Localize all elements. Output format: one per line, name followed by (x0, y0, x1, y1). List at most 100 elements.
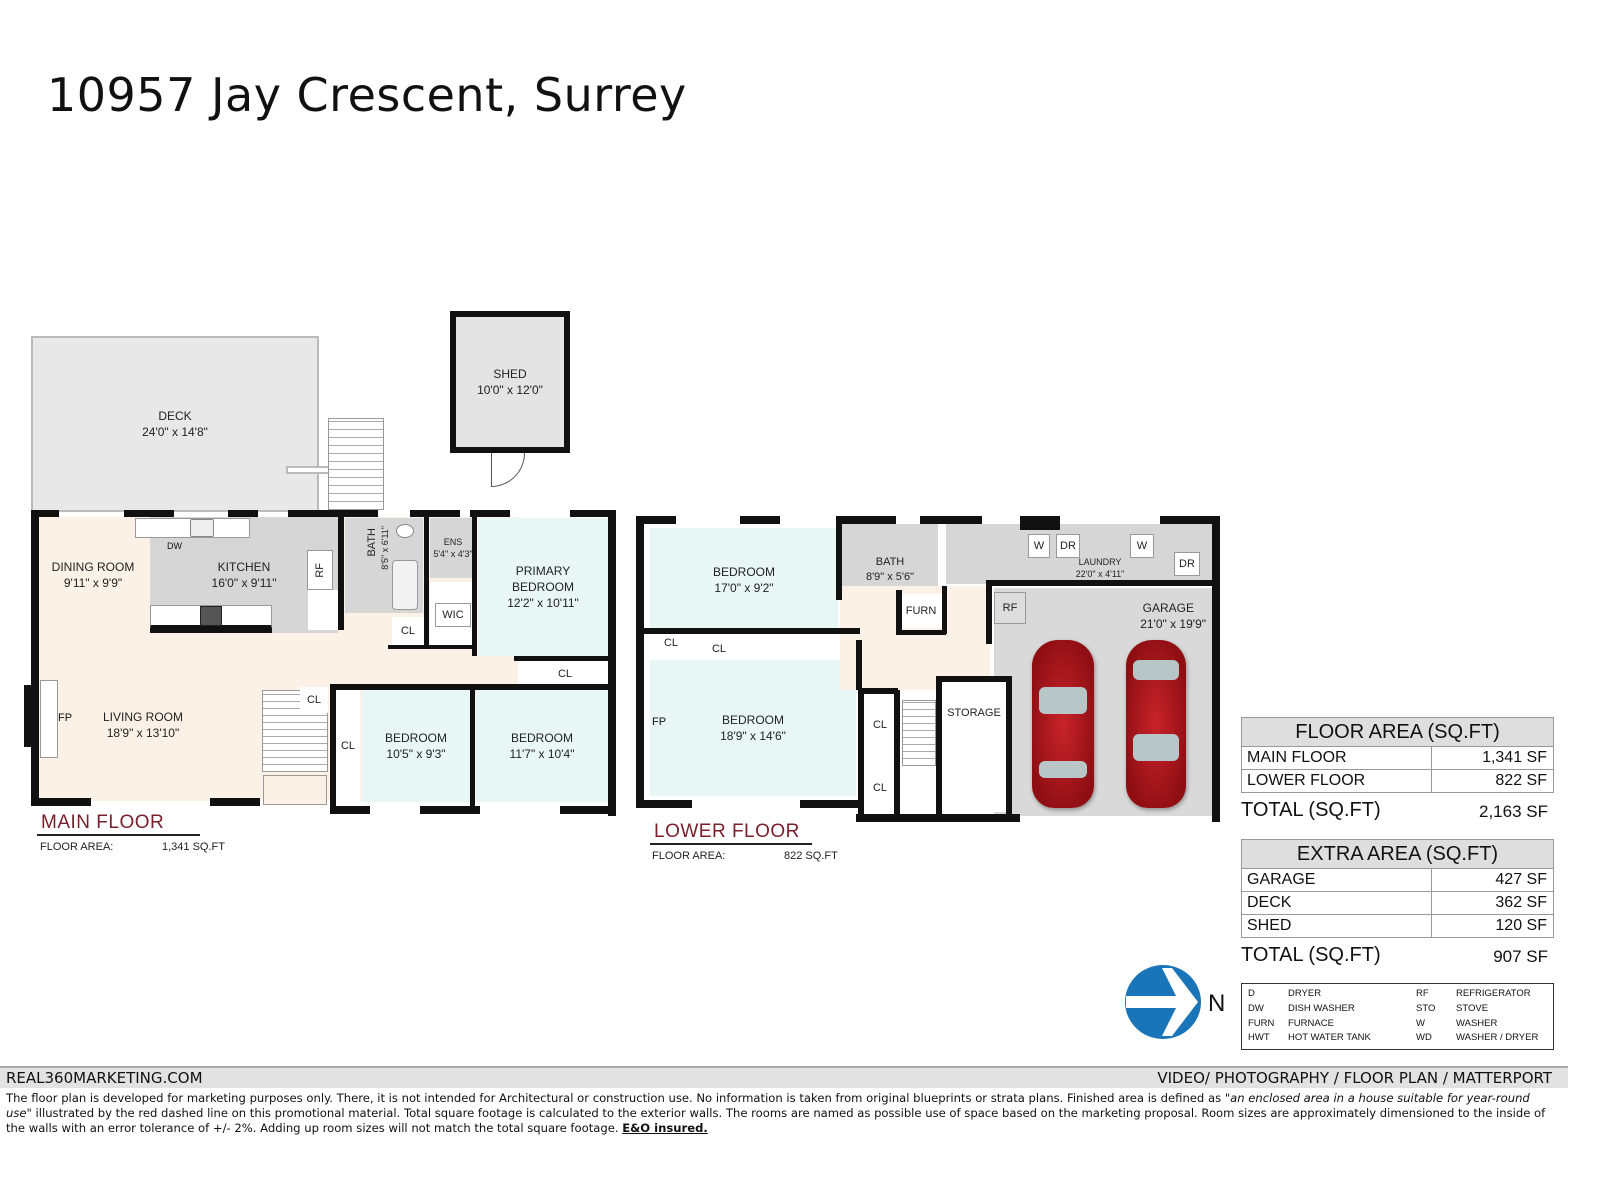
room-bedroom: BEDROOM 18'9" x 14'6" (650, 660, 856, 796)
wall (124, 510, 174, 517)
room-size: 16'0" x 9'11" (211, 576, 277, 590)
room-name: BATH (875, 556, 905, 569)
room-size: 12'2" x 10'11" (507, 596, 579, 611)
legend-meaning: DRYER (1288, 988, 1322, 999)
table-row: LOWER FLOOR 822 SF (1241, 770, 1554, 793)
dishwasher-label: DW (167, 541, 182, 551)
room-storage: STORAGE (942, 682, 1006, 812)
rf-label: RF (1002, 601, 1018, 614)
washer: W (1028, 534, 1050, 558)
wall (636, 516, 676, 524)
wall (420, 806, 480, 814)
toilet-icon (396, 524, 414, 538)
deck-stairs (328, 418, 384, 510)
room-deck: DECK 24'0" x 14'8" (31, 336, 319, 512)
wall (894, 690, 900, 818)
legend-abbr: D (1248, 988, 1255, 999)
closet-label: CL (872, 781, 888, 794)
closet-label: CL (872, 718, 888, 731)
room-wic: WIC (430, 582, 476, 648)
wall (560, 806, 616, 814)
disclaimer-text: illustrated by the red dashed line on th… (6, 1106, 1546, 1135)
wall (856, 814, 1020, 822)
wall (228, 510, 258, 517)
legend-meaning: STOVE (1456, 1002, 1489, 1014)
wall (570, 510, 615, 517)
room-name: DECK (158, 408, 192, 423)
legend-meaning: WASHER (1456, 1017, 1498, 1029)
table-row: MAIN FLOOR 1,341 SF (1241, 747, 1554, 770)
wall (388, 645, 474, 649)
car-icon (1032, 640, 1094, 808)
wall (330, 684, 336, 812)
page-title: 10957 Jay Crescent, Surrey (47, 68, 687, 122)
main-floor-rule (37, 834, 200, 836)
disclaimer-text: The floor plan is developed for marketin… (6, 1091, 1225, 1105)
wall (988, 580, 1218, 586)
wall (150, 628, 272, 633)
dryer-label: DR (1060, 539, 1076, 552)
total-label: TOTAL (SQ.FT) (1241, 799, 1381, 821)
floor-area-value: 822 SQ.FT (784, 850, 838, 862)
room-name: BEDROOM (384, 730, 447, 745)
wall (472, 514, 477, 656)
closet: CL (864, 692, 896, 758)
room-size: 18'9" x 14'6" (720, 729, 786, 743)
room-name: BEDROOM (510, 730, 573, 745)
room-bath: BATH 8'9" x 5'6" (842, 524, 938, 586)
total-label: TOTAL (SQ.FT) (1241, 944, 1381, 966)
wall (330, 806, 370, 814)
legend-abbr: FURN (1248, 1017, 1275, 1029)
bathtub-icon (392, 560, 418, 610)
room-name: DINING ROOM (51, 559, 135, 574)
lower-floor-rule (650, 843, 812, 845)
wall (1160, 516, 1220, 524)
legend-abbr: WD (1416, 1032, 1432, 1044)
wall (936, 676, 1010, 682)
fireplace (40, 680, 58, 758)
closet: CL (336, 690, 360, 802)
disclaimer-italic: "an enclosed area in a house suitable fo… (6, 1091, 1530, 1120)
room-size: 22'0" x 4'11" (1075, 569, 1125, 579)
wall (470, 684, 475, 810)
wall (942, 586, 947, 634)
room-laundry: LAUNDRY 22'0" x 4'11" (1060, 554, 1140, 582)
room-dining: DINING ROOM 9'11" x 9'9" (44, 555, 142, 595)
floor-area-label: FLOOR AREA: (652, 850, 726, 862)
wall (836, 516, 896, 524)
row-value: 1,341 SF (1482, 749, 1547, 766)
wall (24, 685, 34, 747)
room-size: 5'4" x 4'3" (433, 549, 473, 559)
main-floor-label: MAIN FLOOR (41, 812, 165, 833)
wall (470, 510, 510, 517)
room-size: 10'5" x 9'3" (386, 747, 446, 761)
legend-abbr: STO (1416, 1002, 1436, 1014)
wall (288, 510, 338, 517)
pantry (308, 590, 338, 630)
wall (740, 516, 780, 524)
wall (836, 520, 842, 600)
room-name: ENS (443, 536, 463, 547)
dryer: DR (1174, 552, 1200, 576)
extra-area-table: EXTRA AREA (SQ.FT) GARAGE 427 SF DECK 36… (1241, 839, 1554, 967)
table-total: TOTAL (SQ.FT) 907 SF (1241, 944, 1554, 967)
wall (986, 580, 992, 644)
storage-label: STORAGE (947, 707, 1001, 719)
room-name: LIVING ROOM (102, 709, 183, 724)
north-arrow-icon (1124, 964, 1204, 1040)
row-label: SHED (1242, 915, 1432, 937)
legend-meaning: FURNACE (1288, 1017, 1334, 1029)
closet: CL (300, 687, 328, 713)
lower-stairs (902, 700, 936, 766)
closet: CL (392, 617, 424, 645)
row-label: DECK (1242, 892, 1432, 914)
room-name: BATH (366, 528, 378, 557)
dryer: DR (1056, 534, 1080, 558)
room-size: 10'0" x 12'0" (477, 383, 543, 397)
closet-label: CL (340, 739, 356, 752)
legend-meaning: DISH WASHER (1288, 1002, 1355, 1014)
wall (424, 514, 429, 648)
wall (338, 510, 344, 630)
car-icon (1126, 640, 1186, 808)
website-link[interactable]: REAL360MARKETING.COM (6, 1069, 203, 1087)
